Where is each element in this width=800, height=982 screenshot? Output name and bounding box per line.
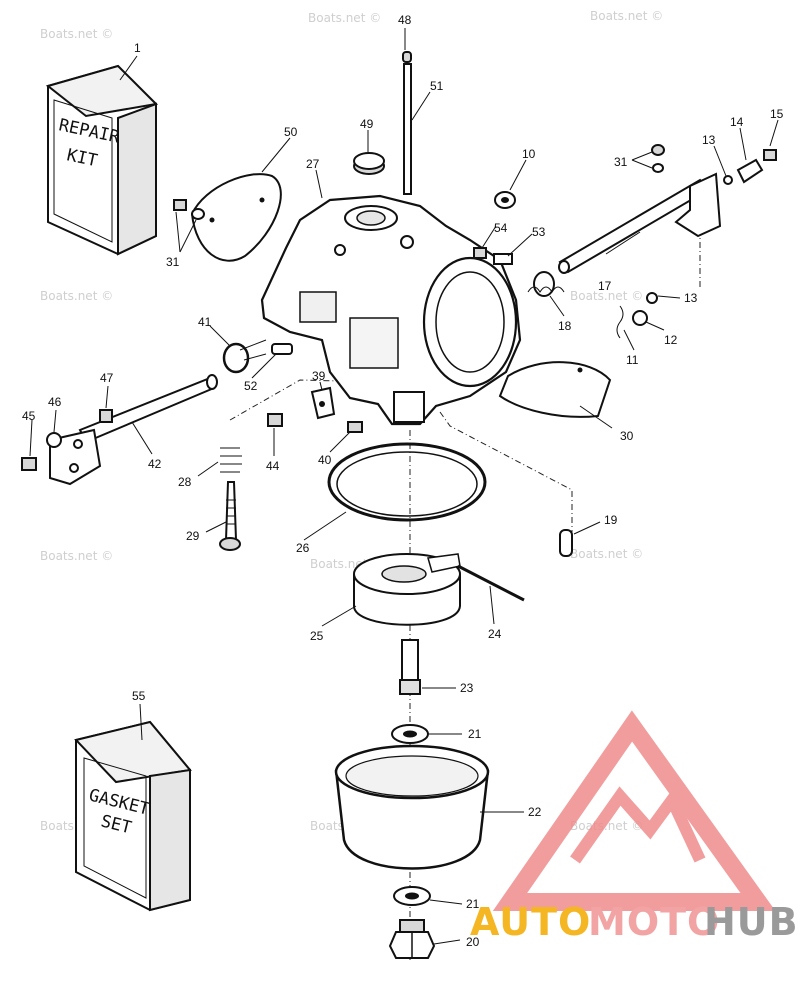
watermark: Boats.net © (308, 11, 381, 25)
callout-label: 29 (186, 529, 200, 543)
callout-label: 19 (604, 513, 618, 527)
small-parts-13-14-15 (651, 144, 777, 185)
callout-label: 21 (468, 727, 482, 741)
needle-29 (219, 481, 241, 551)
callout-label: 24 (488, 627, 502, 641)
callout-label: 18 (558, 319, 572, 333)
callout-label: 10 (522, 147, 536, 161)
watermark: Boats.net © (40, 289, 113, 303)
screw-44 (267, 413, 283, 427)
watermark: Boats.net © (40, 549, 113, 563)
callout-label: 52 (244, 379, 258, 393)
callout-label: 42 (148, 457, 162, 471)
plate-30-hole (577, 367, 583, 373)
callout-label: 54 (494, 221, 508, 235)
callout-label: 23 (460, 681, 474, 695)
callout-label: 30 (620, 429, 634, 443)
callout-label: 39 (312, 369, 326, 383)
small-parts-45-46-47 (21, 409, 113, 471)
leader-lines (29, 28, 779, 945)
gasket-set-box: GASKET SET (74, 720, 192, 912)
callout-label: 50 (284, 125, 298, 139)
float-bowl-22 (334, 744, 490, 870)
washer-10-hole (501, 197, 509, 203)
callout-label: 49 (360, 117, 374, 131)
callout-label: 40 (318, 453, 332, 467)
brand-logo (492, 710, 776, 911)
pin-52 (271, 343, 293, 355)
brand-word-hub: HUB (704, 900, 799, 944)
callout-label: 14 (730, 115, 744, 129)
pin-24 (457, 564, 525, 602)
callout-label: 53 (532, 225, 546, 239)
callout-label: 25 (310, 629, 324, 643)
float-25 (353, 553, 461, 626)
watermark: Boats.net © (590, 9, 663, 23)
callout-label: 20 (466, 935, 480, 949)
cover-plate-50 (190, 173, 282, 262)
watermark: Boats.net © (570, 547, 643, 561)
shaft-17 (558, 172, 722, 274)
callout-label: 13 (702, 133, 716, 147)
callout-label: 12 (664, 333, 678, 347)
callout-label: 55 (132, 689, 146, 703)
callout-label: 27 (306, 157, 320, 171)
watermark: Boats.net © (570, 289, 643, 303)
pin-19 (559, 529, 573, 557)
washer-21-lower (393, 886, 431, 906)
repair-kit-box: REPAIR KIT (45, 64, 159, 256)
callout-label: 31 (166, 255, 180, 269)
callout-label: 1 (134, 41, 141, 55)
screws-31-left (173, 199, 205, 220)
cap-49 (353, 152, 385, 175)
callout-label: 22 (528, 805, 542, 819)
callout-label: 31 (614, 155, 628, 169)
callout-label: 11 (626, 353, 639, 367)
spring-41 (222, 339, 267, 374)
throttle-shaft-42 (49, 374, 218, 486)
screw-40 (347, 421, 363, 433)
needle-valve-23 (399, 639, 421, 695)
callout-label: 46 (48, 395, 62, 409)
callout-label: 48 (398, 13, 412, 27)
spring-28 (220, 447, 242, 473)
gasket-ring-26 (327, 442, 487, 522)
callout-label: 13 (684, 291, 698, 305)
callout-label: 15 (770, 107, 784, 121)
brand-word-auto: AUTO (470, 900, 591, 944)
watermark: Boats.net © (570, 819, 643, 833)
callout-labels: 1 48 51 50 49 27 10 31 14 15 13 31 54 53… (22, 13, 784, 949)
callout-label: 26 (296, 541, 310, 555)
carburetor-body-27 (260, 194, 522, 426)
brand-wordmark: AUTO MOTO HUB (470, 900, 799, 944)
drain-nut-20 (388, 919, 436, 959)
logo-triangle-icon (492, 710, 776, 911)
bracket-39 (310, 386, 336, 420)
callout-label: 21 (466, 897, 480, 911)
callout-label: 28 (178, 475, 192, 489)
callout-label: 41 (198, 315, 212, 329)
spring-18 (527, 271, 565, 297)
callout-label: 44 (266, 459, 280, 473)
washer-21-upper (391, 724, 429, 744)
callout-label: 51 (430, 79, 444, 93)
plate-30 (498, 361, 612, 418)
watermark: Boats.net © (40, 27, 113, 41)
callout-label: 45 (22, 409, 36, 423)
callout-label: 17 (598, 279, 612, 293)
logo-m-icon (570, 786, 706, 864)
callout-label: 47 (100, 371, 114, 385)
screws-53-54 (473, 247, 513, 265)
small-parts-11-12-13 (616, 292, 658, 339)
rod-51 (402, 51, 412, 195)
brand-word-moto: MOTO (588, 900, 720, 944)
